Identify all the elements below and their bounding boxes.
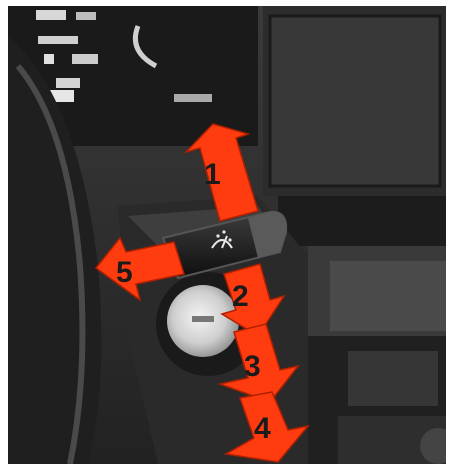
arrow-5-label: 5 (116, 256, 133, 289)
arrow-2-label: 2 (232, 280, 249, 313)
diagram-canvas: 1 5 2 3 4 (8, 6, 446, 464)
arrow-4-label: 4 (254, 412, 271, 445)
arrow-3-label: 3 (244, 350, 261, 383)
wiper-stalk-photo: 1 5 2 3 4 (8, 6, 446, 464)
arrow-1-label: 1 (204, 158, 221, 191)
